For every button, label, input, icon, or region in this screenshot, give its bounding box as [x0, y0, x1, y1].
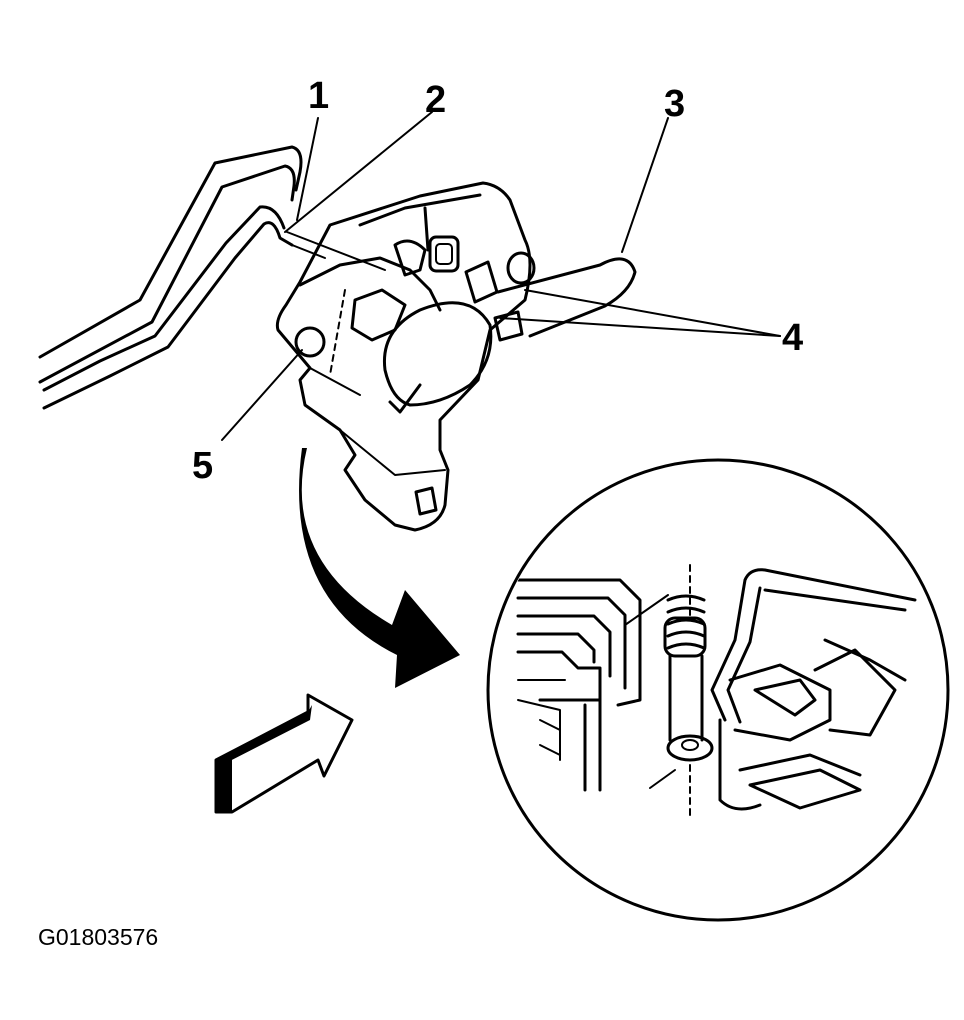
- mounting-holes: [294, 251, 536, 358]
- view-direction-arrow: [214, 693, 354, 814]
- actuator-rods: [38, 145, 326, 410]
- callout-2: 2: [425, 79, 446, 121]
- figure-id: G01803576: [38, 924, 158, 950]
- callout-5: 5: [192, 445, 213, 487]
- callout-4: 4: [782, 317, 803, 359]
- callout-3: 3: [664, 83, 685, 125]
- release-lever: [496, 257, 637, 338]
- callout-1: 1: [308, 75, 329, 117]
- curved-detail-arrow: [299, 448, 460, 688]
- leader-lines: [221, 111, 781, 441]
- detail-view: [486, 458, 950, 922]
